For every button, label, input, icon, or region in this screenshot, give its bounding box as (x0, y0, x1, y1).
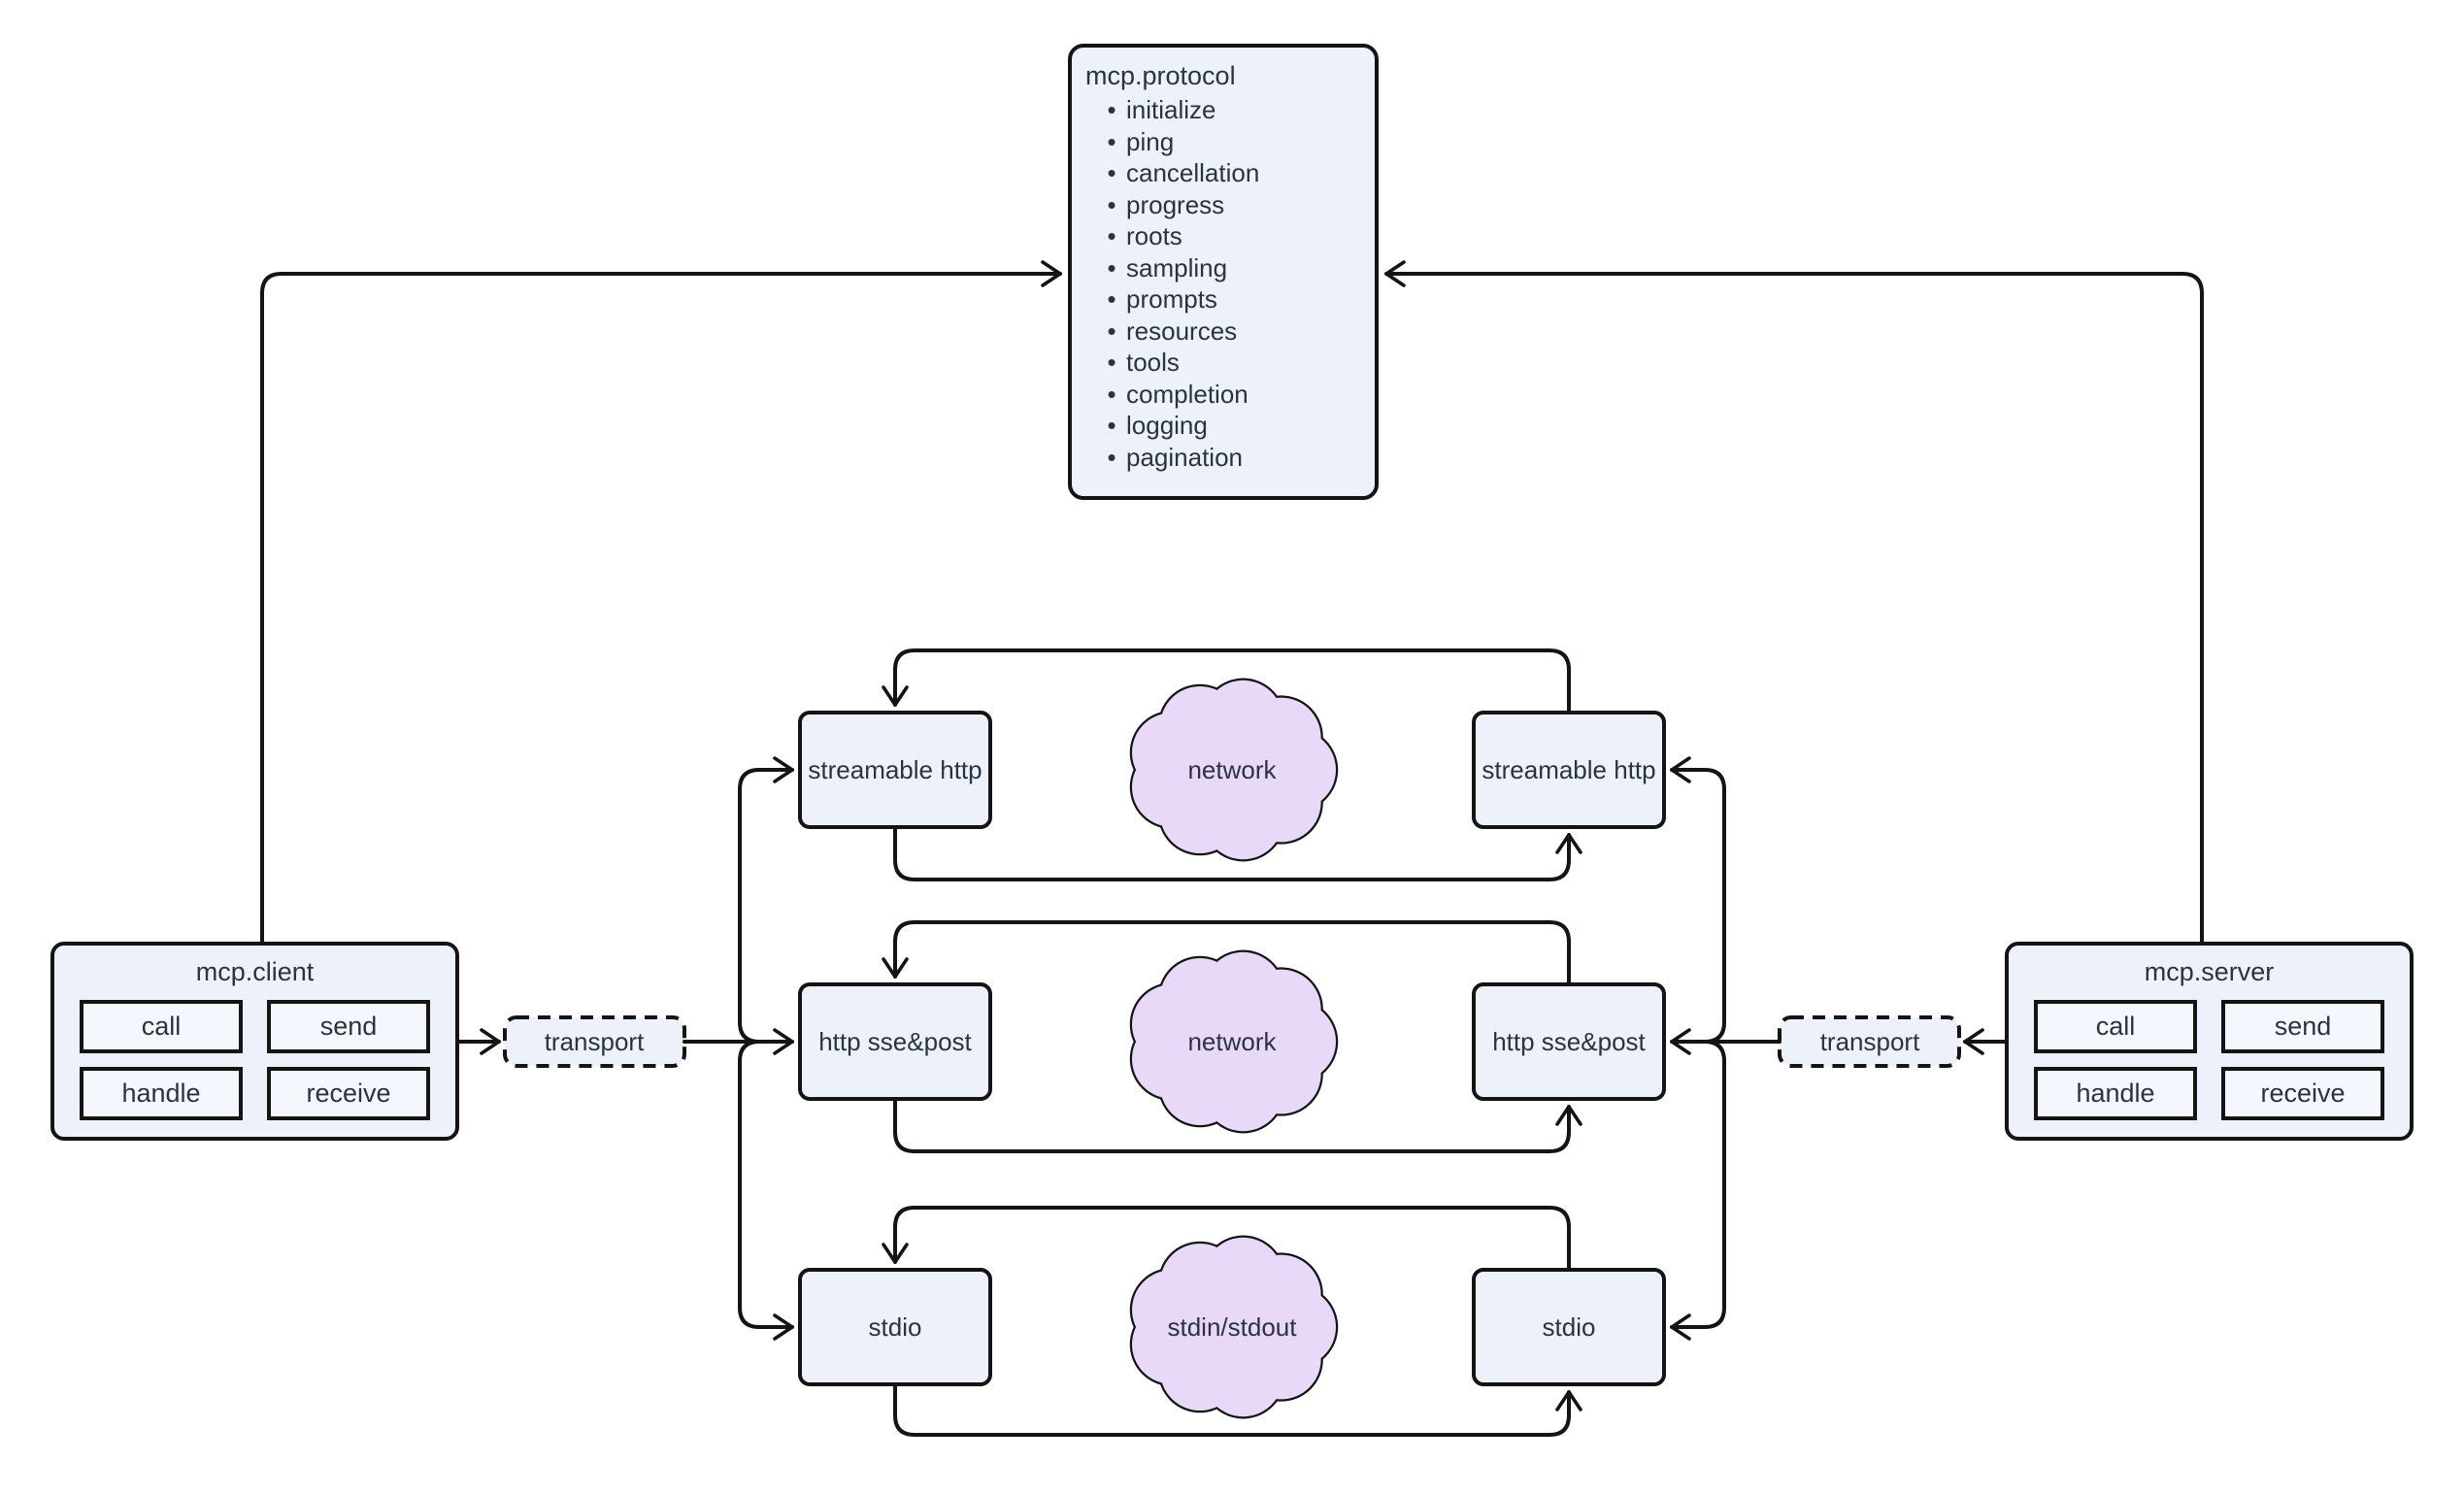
client-streamable-http-label: streamable http (808, 754, 982, 784)
transport-left-box: transport (503, 1015, 686, 1068)
arrow-trunk-left-to-streamable-http (738, 770, 792, 1044)
arrow-client-to-protocol (260, 260, 1062, 944)
server-streamable-http-box: streamable http (1472, 711, 1666, 829)
client-stdio-box: stdio (798, 1268, 992, 1386)
transport-left-label: transport (545, 1027, 645, 1056)
client-op-send: send (267, 1000, 430, 1053)
stdio-cloud-row3-label: stdin/stdout (1168, 1312, 1298, 1342)
client-streamable-http-box: streamable http (798, 711, 992, 829)
row2-bottom-loop-arrow (893, 1099, 1582, 1153)
row1-top-loop-arrow (882, 648, 1571, 713)
network-cloud-row1-label: network (1187, 755, 1277, 784)
transport-right-label: transport (1820, 1027, 1920, 1056)
server-op-call: call (2034, 1000, 2197, 1053)
server-stdio-label: stdio (1542, 1312, 1596, 1342)
arrow-trunk-left-to-stdio (738, 1040, 792, 1327)
server-http-sse-post-box: http sse&post (1472, 982, 1666, 1101)
row1-bottom-loop-arrow (893, 827, 1582, 881)
protocol-item-resources: resources (1085, 316, 1361, 348)
protocol-title: mcp.protocol (1085, 61, 1236, 90)
arrow-trunk-right-to-stdio (1672, 1040, 1726, 1327)
protocol-item-roots: roots (1085, 220, 1361, 252)
client-http-sse-post-box: http sse&post (798, 982, 992, 1101)
protocol-box: mcp.protocol initialize ping cancellatio… (1068, 44, 1379, 500)
transport-right-box: transport (1778, 1015, 1961, 1068)
protocol-item-initialize: initialize (1085, 94, 1361, 126)
server-op-handle: handle (2034, 1067, 2197, 1120)
server-ops-grid: call send handle receive (2034, 1000, 2384, 1120)
protocol-item-pagination: pagination (1085, 442, 1361, 474)
row2-top-loop-arrow (882, 920, 1571, 984)
network-cloud-row2: network (1132, 952, 1336, 1131)
protocol-item-tools: tools (1085, 347, 1361, 379)
protocol-item-logging: logging (1085, 410, 1361, 442)
server-stdio-box: stdio (1472, 1268, 1666, 1386)
client-op-receive: receive (267, 1067, 430, 1120)
server-box: mcp.server call send handle receive (2005, 942, 2414, 1141)
network-cloud-row1: network (1132, 681, 1336, 859)
server-http-sse-post-label: http sse&post (1492, 1026, 1646, 1056)
arrow-trunk-right-to-streamable-http (1672, 770, 1726, 1044)
protocol-item-cancellation: cancellation (1085, 157, 1361, 189)
server-op-send: send (2221, 1000, 2384, 1053)
client-op-handle: handle (80, 1067, 243, 1120)
server-streamable-http-label: streamable http (1482, 754, 1656, 784)
client-op-call: call (80, 1000, 243, 1053)
protocol-item-progress: progress (1085, 189, 1361, 221)
client-http-sse-post-label: http sse&post (818, 1026, 972, 1056)
client-title: mcp.client (195, 957, 315, 986)
protocol-method-list: initialize ping cancellation progress ro… (1085, 94, 1361, 473)
client-ops-grid: call send handle receive (80, 1000, 430, 1120)
arrow-server-to-protocol (1384, 260, 2204, 944)
stdio-cloud-row3: stdin/stdout (1132, 1238, 1336, 1416)
server-op-receive: receive (2221, 1067, 2384, 1120)
protocol-item-completion: completion (1085, 379, 1361, 411)
protocol-item-sampling: sampling (1085, 252, 1361, 284)
row3-top-loop-arrow (882, 1206, 1571, 1270)
protocol-item-ping: ping (1085, 126, 1361, 158)
client-stdio-label: stdio (868, 1312, 922, 1342)
network-cloud-row2-label: network (1187, 1027, 1277, 1056)
client-box: mcp.client call send handle receive (50, 942, 459, 1141)
server-title: mcp.server (2144, 957, 2275, 986)
protocol-item-prompts: prompts (1085, 283, 1361, 316)
row3-bottom-loop-arrow (893, 1384, 1582, 1437)
